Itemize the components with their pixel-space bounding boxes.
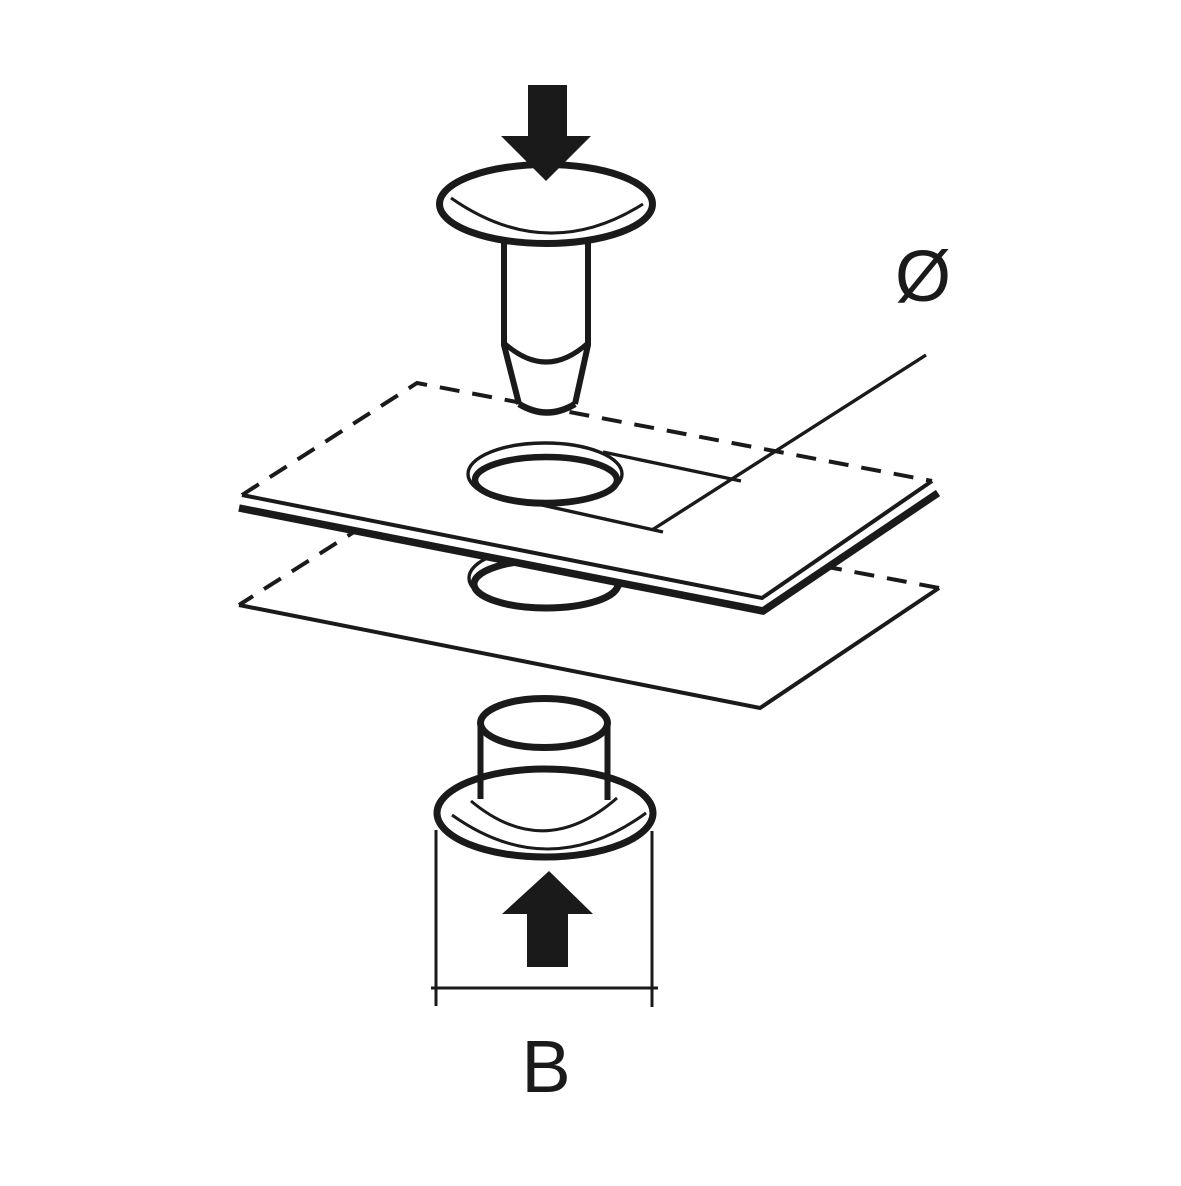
upper-sheet-hidden-edges	[240, 380, 933, 497]
diameter-dimension-line	[651, 353, 927, 532]
rivet-shank-transition-arc	[502, 341, 590, 365]
width-dimension	[431, 830, 658, 1007]
rivet-head-cap	[436, 161, 656, 247]
rivet-pin	[436, 161, 656, 416]
down-arrow-shape	[501, 85, 591, 181]
eyelet-flange-outer	[433, 765, 657, 861]
eyelet-flange-inner-arc-lower	[451, 811, 647, 851]
base-width-label: B	[521, 1025, 570, 1108]
rivet-shank-body	[504, 240, 588, 412]
upper-hole-inner-rim	[471, 453, 621, 507]
diameter-dimension	[523, 353, 927, 534]
eyelet-base	[433, 695, 657, 861]
up-arrow-shape	[502, 871, 593, 967]
eyelet-flange-inner-arc-upper	[470, 796, 618, 833]
lower-sheet-front-edges	[238, 586, 941, 711]
upper-sheet-front-edges	[241, 479, 934, 601]
press-up-arrow-icon	[502, 871, 593, 967]
press-down-arrow-icon	[501, 85, 591, 181]
rivet-head-inner-arc	[450, 196, 644, 235]
diameter-extension-line-lower	[523, 499, 664, 534]
eyelet-barrel-top	[477, 695, 611, 751]
rivet-tip-arc	[517, 401, 577, 416]
upper-sheet-thickness-edge	[238, 489, 941, 615]
diameter-extension-line-upper	[602, 450, 742, 483]
hole-diameter-label: Ø	[895, 237, 951, 317]
labels: Ø B	[521, 237, 951, 1108]
